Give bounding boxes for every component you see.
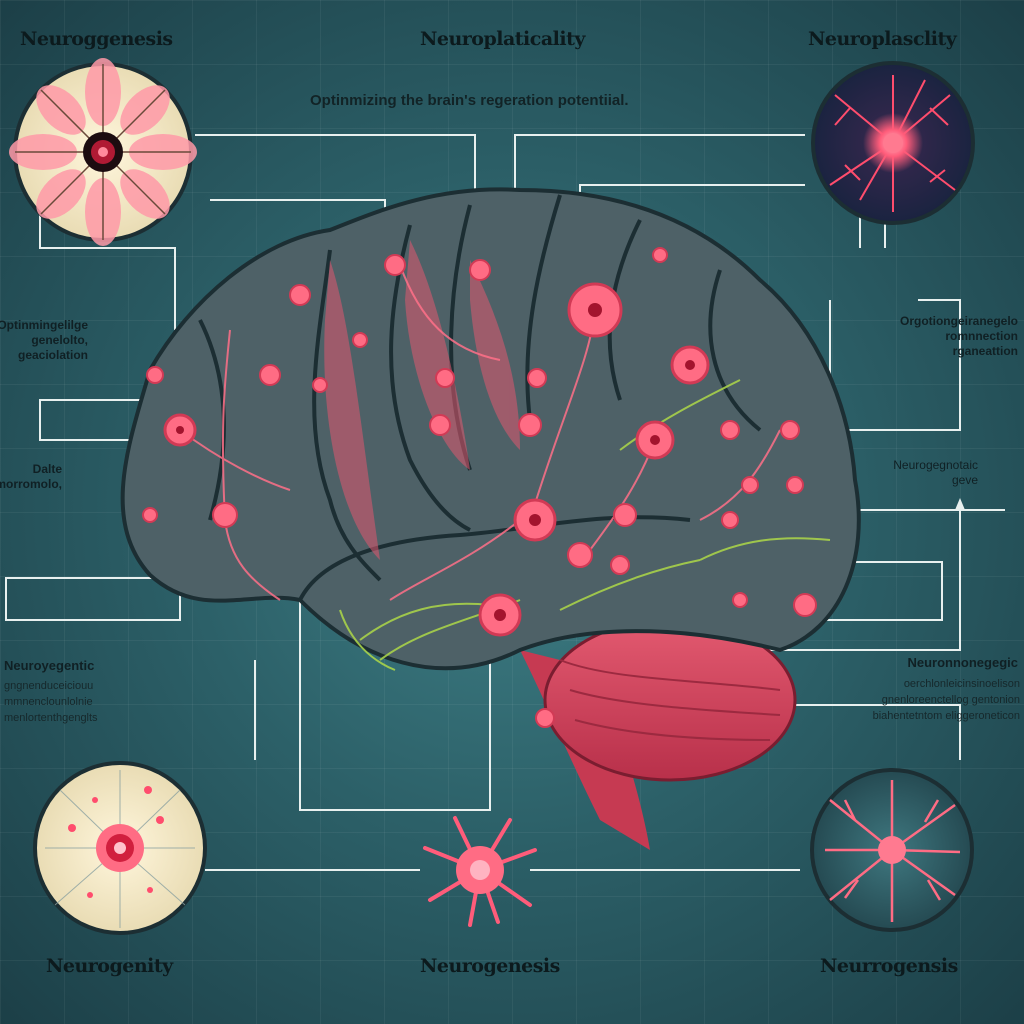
right-label-1-line-1: Orgotiongeiranegelo	[899, 314, 1018, 328]
right-label-3-line-1: oerchlonleicinsinoelison	[903, 678, 1020, 690]
right-label-block-2: Neurogegnotaic geve	[893, 458, 978, 488]
right-label-2-line-1: Neurogegnotaic	[893, 458, 978, 472]
left-label-block-2: Dalte morromolo,	[0, 462, 62, 492]
title-left: Neuroggenesis	[20, 28, 173, 50]
left-label-block-3: gngnenduceiciouu mmnenclounlolnie menlor…	[4, 678, 98, 726]
cell-diagram-top-left	[9, 58, 197, 246]
left-label-3-line-1: gngnenduceiciouu	[4, 680, 94, 692]
right-label-block-1: Orgotiongeiranegelo romnnection rganeatt…	[900, 314, 1018, 359]
arrow-head-icon	[955, 498, 965, 510]
brain-illustration	[120, 187, 861, 850]
left-label-2-line-2: morromolo,	[0, 477, 62, 491]
left-label-2-line-1: Dalte	[32, 462, 62, 476]
left-label-1-line-3: geaciolation	[17, 348, 88, 362]
right-label-block-3: oerchlonleicinsinoelison gnenloreenctell…	[873, 676, 1020, 724]
left-label-3-line-2: mmnenclounlolnie	[4, 696, 93, 708]
footer-label-center: Neurogenesis	[420, 955, 560, 977]
brain-tint-regions	[324, 240, 520, 560]
title-center: Neuroplaticality	[420, 28, 585, 50]
left-label-block-1: Optinmingelilge genelolto, geaciolation	[0, 318, 88, 363]
left-label-1-line-2: genelolto,	[31, 333, 88, 347]
right-label-3-line-3: biahentetntom eliggeroneticon	[872, 710, 1020, 722]
left-label-block-3-heading: Neuroyegentic	[4, 658, 95, 673]
right-label-3-line-2: gnenloreenctellog gentonion	[881, 694, 1020, 706]
subtitle: Optinmizing the brain's regeration poten…	[310, 92, 629, 109]
cerebrum	[120, 187, 861, 671]
cell-diagram-bottom-left	[33, 761, 207, 935]
dendrite-paths	[339, 379, 831, 671]
cell-diagram-bottom-right	[810, 768, 974, 932]
left-label-3-line-3: menlortenthgenglts	[4, 712, 98, 724]
title-right: Neuroplasclity	[808, 28, 957, 50]
right-label-2-line-2: geve	[951, 473, 978, 487]
neuron-cell-bottom-center	[423, 816, 537, 927]
right-label-block-3-heading: Neuronnonegegic	[907, 655, 1018, 670]
right-label-1-line-3: rganeattion	[952, 344, 1018, 358]
neuron-nodes	[142, 247, 817, 728]
footer-label-right: Neurrogensis	[820, 955, 958, 977]
footer-label-left: Neurogenity	[46, 955, 173, 977]
cell-diagram-top-right	[811, 61, 975, 225]
right-label-1-line-2: romnnection	[945, 329, 1018, 343]
left-label-1-line-1: Optinmingelilge	[0, 318, 88, 332]
